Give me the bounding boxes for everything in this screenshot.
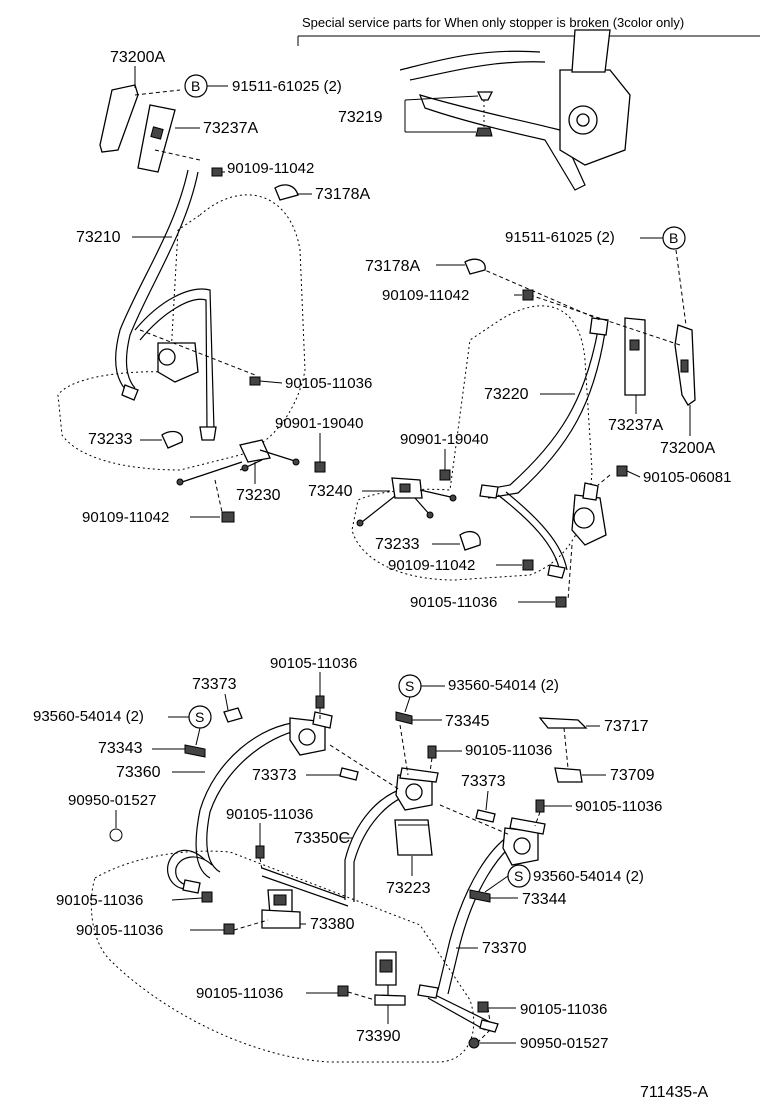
label-91511-right: 91511-61025 (2) xyxy=(505,229,615,246)
label-r-93560-mid: 93560-54014 (2) xyxy=(533,868,644,885)
cover-73233-right-icon xyxy=(459,531,481,551)
header-note-text: Special service parts for When only stop… xyxy=(302,15,684,30)
stopper-nut-icon xyxy=(475,127,493,137)
label-r-93560-right: 93560-54014 (2) xyxy=(448,677,559,694)
clip-73344-icon xyxy=(469,889,491,903)
clip-73373-a-icon xyxy=(223,707,243,723)
label-73178A-top: 73178A xyxy=(315,186,370,203)
label-r-90950-top: 90950-01527 xyxy=(68,792,156,809)
label-r-90105-g: 90105-11036 xyxy=(196,985,283,1002)
rear-seat-belts xyxy=(90,695,588,1063)
label-r-73373-c: 73373 xyxy=(461,773,506,790)
label-r-73345: 73345 xyxy=(445,713,490,730)
label-r-90105-d: 90105-11036 xyxy=(226,806,313,823)
label-91511-top: 91511-61025 (2) xyxy=(232,78,342,95)
plug-90950-bottom-icon xyxy=(468,1037,480,1049)
label-r-90105-e: 90105-11036 xyxy=(56,892,143,909)
stopper-button-icon xyxy=(476,91,494,101)
label-r-73380: 73380 xyxy=(310,916,355,933)
cover-73237A-right-icon xyxy=(624,317,646,396)
bracket-73709-icon xyxy=(554,767,583,783)
label-r-73709: 73709 xyxy=(610,767,655,784)
label-73210: 73210 xyxy=(76,229,121,246)
label-73219: 73219 xyxy=(338,109,383,126)
label-73178A-right: 73178A xyxy=(365,258,420,275)
clip-73343-icon xyxy=(184,744,206,758)
cover-73223-icon xyxy=(394,819,433,856)
symbol-s-top-text: S xyxy=(405,678,414,694)
label-r-90950-bottom: 90950-01527 xyxy=(520,1035,608,1052)
label-73233-left: 73233 xyxy=(88,431,133,448)
label-73220: 73220 xyxy=(484,386,529,403)
label-r-90105-f: 90105-11036 xyxy=(76,922,163,939)
cover-73178A-left-icon xyxy=(274,184,299,201)
label-90109-right: 90109-11042 xyxy=(382,287,469,304)
label-73240: 73240 xyxy=(308,483,353,500)
label-r-73343: 73343 xyxy=(98,740,143,757)
label-r-73350C: 73350C xyxy=(294,830,350,847)
plug-90950-top-icon xyxy=(109,828,123,842)
symbol-s-left-text: S xyxy=(195,709,204,725)
label-90109-bottom-right: 90109-11042 xyxy=(388,557,475,574)
label-73230: 73230 xyxy=(236,487,281,504)
cover-73233-left-icon xyxy=(161,430,184,449)
label-73237A-right: 73237A xyxy=(608,417,663,434)
label-r-73373-a: 73373 xyxy=(192,676,237,693)
label-r-93560-left: 93560-54014 (2) xyxy=(33,708,144,725)
label-90901-right: 90901-19040 xyxy=(400,431,488,448)
label-r-90105-c: 90105-11036 xyxy=(575,798,662,815)
symbol-b-left-text: B xyxy=(191,78,200,94)
label-r-73370: 73370 xyxy=(482,940,527,957)
clip-73373-c-icon xyxy=(475,809,496,823)
clip-73373-b-icon xyxy=(339,767,359,781)
label-r-73360: 73360 xyxy=(116,764,161,781)
label-90105-left: 90105-11036 xyxy=(285,375,372,392)
label-73237A-top: 73237A xyxy=(203,120,258,137)
label-r-73373-b: 73373 xyxy=(252,767,297,784)
label-90105-mid: 90105-11036 xyxy=(410,594,497,611)
label-73200A-right: 73200A xyxy=(660,440,715,457)
symbol-b-right xyxy=(662,226,686,250)
cover-73178A-right-icon xyxy=(464,258,486,275)
header-note: Special service parts for When only stop… xyxy=(297,15,760,46)
label-r-73390: 73390 xyxy=(356,1028,401,1045)
symbol-b-right-text: B xyxy=(669,230,678,246)
label-73233-right: 73233 xyxy=(375,536,420,553)
anchor-73200A-left-icon xyxy=(99,84,139,153)
label-90105-06081: 90105-06081 xyxy=(643,469,731,486)
label-r-73344: 73344 xyxy=(522,891,567,908)
label-r-90105-top: 90105-11036 xyxy=(270,655,357,672)
label-r-73717: 73717 xyxy=(604,718,649,735)
symbol-s-mid-text: S xyxy=(514,868,523,884)
label-90109-bottom-left: 90109-11042 xyxy=(82,509,169,526)
inset-stopper-assembly: 73219 xyxy=(338,29,631,191)
label-90109-top: 90109-11042 xyxy=(227,160,314,177)
clip-73345-icon xyxy=(395,711,413,725)
figure-id: 711435-A xyxy=(640,1084,709,1101)
label-r-73223: 73223 xyxy=(386,880,431,897)
left-front-seat xyxy=(57,84,326,523)
label-73200A-top: 73200A xyxy=(110,49,165,66)
label-90901-left: 90901-19040 xyxy=(275,415,363,432)
label-r-90105-b: 90105-11036 xyxy=(465,742,552,759)
right-front-seat xyxy=(351,249,696,608)
label-r-90105-h: 90105-11036 xyxy=(520,1001,607,1018)
cover-73717-icon xyxy=(538,717,588,729)
